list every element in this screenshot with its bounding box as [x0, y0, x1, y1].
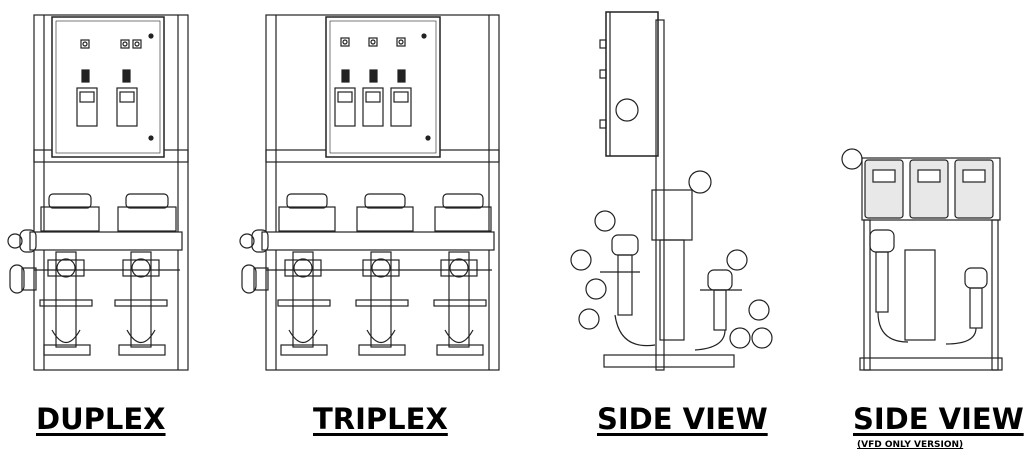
vfd-drive-3	[954, 159, 994, 219]
vfd-drive-2	[909, 159, 949, 219]
duplex-frame	[33, 14, 189, 371]
duplex-motors	[40, 193, 177, 232]
duplex-control-panel	[51, 16, 165, 158]
side-callouts	[570, 98, 773, 349]
triplex-motors	[278, 193, 492, 232]
caption-side-view: SIDE VIEW	[597, 402, 768, 436]
vfd-callout	[841, 148, 863, 170]
triplex-pumps	[266, 251, 492, 356]
caption-triplex: TRIPLEX	[313, 402, 448, 436]
vfd-drive-1	[864, 159, 904, 219]
side-base	[603, 354, 735, 368]
side-view-vfd	[841, 148, 1003, 371]
caption-duplex: DUPLEX	[36, 402, 166, 436]
duplex-front-view	[7, 14, 189, 371]
vfd-rack	[861, 157, 1001, 221]
side-control-panel	[605, 11, 659, 157]
side-view	[570, 11, 773, 371]
vfd-base	[859, 357, 1003, 371]
duplex-panel-switches	[76, 33, 154, 141]
triplex-frame	[265, 14, 500, 371]
duplex-pumps	[34, 251, 180, 356]
triplex-front-view	[239, 14, 500, 371]
side-motor	[651, 189, 693, 241]
caption-vfd-note: (VFD ONLY VERSION)	[857, 440, 964, 450]
triplex-panel-switches	[334, 33, 431, 141]
caption-side-view-vfd: SIDE VIEW	[853, 402, 1024, 436]
